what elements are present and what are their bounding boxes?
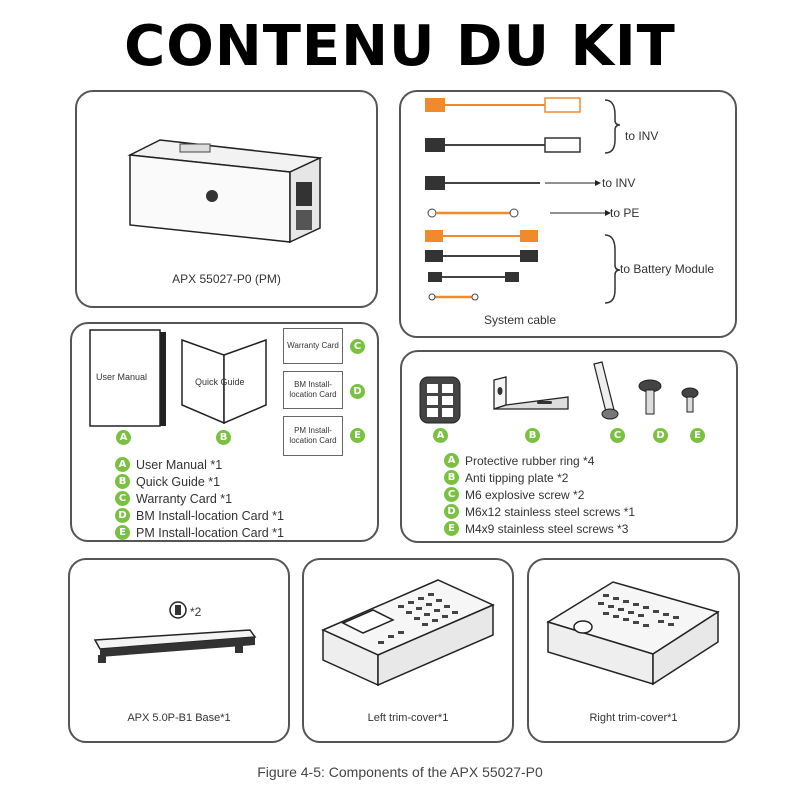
hw-badge-b: B [525, 428, 540, 443]
figure-caption: Figure 4-5: Components of the APX 55027-… [257, 764, 543, 780]
legend-item: E PM Install-location Card *1 [115, 524, 284, 541]
legend-badge: E [444, 521, 459, 536]
system-cables-caption: System cable [483, 313, 557, 327]
pm-device-illustration [127, 139, 323, 244]
legend-badge: A [444, 453, 459, 468]
legend-text: PM Install-location Card *1 [136, 525, 284, 540]
right-trim-cover-illustration [546, 581, 720, 686]
base-caption: APX 5.0P-B1 Base*1 [127, 712, 231, 724]
quick-guide-illustration [181, 338, 267, 425]
legend-item: A User Manual *1 [115, 456, 284, 473]
hw-badge-d: D [653, 428, 668, 443]
base-screw-quantity: *2 [190, 605, 202, 619]
pm-install-card: PM Install-location Card [283, 416, 343, 456]
rubber-ring-illustration [419, 376, 461, 424]
label-to-pe: to PE [610, 206, 640, 220]
legend-badge: B [444, 470, 459, 485]
label-to-battery-module: to Battery Module [620, 262, 715, 276]
legend-badge: C [444, 487, 459, 502]
legend-item: D M6x12 stainless steel screws *1 [444, 503, 635, 520]
m4x9-screw-illustration [681, 387, 699, 413]
legend-text: Anti tipping plate *2 [465, 470, 569, 485]
legend-text: BM Install-location Card *1 [136, 508, 284, 523]
legend-badge: A [115, 457, 130, 472]
legend-text: M4x9 stainless steel screws *3 [465, 521, 629, 536]
legend-badge: B [115, 474, 130, 489]
user-manual-label: User Manual [96, 372, 148, 382]
doc-badge-a: A [116, 430, 131, 445]
legend-text: Protective rubber ring *4 [465, 453, 595, 468]
legend-item: E M4x9 stainless steel screws *3 [444, 520, 635, 537]
base-illustration [93, 629, 257, 663]
m6x12-screw-illustration [638, 379, 662, 415]
doc-badge-c: C [350, 339, 365, 354]
bm-install-card: BM Install-location Card [283, 371, 343, 409]
label-to-inv-group: to INV [625, 129, 659, 143]
label-to-inv-single: to INV [602, 176, 636, 190]
anti-tipping-plate-illustration [493, 376, 569, 410]
hw-badge-a: A [433, 428, 448, 443]
legend-text: M6 explosive screw *2 [465, 487, 585, 502]
hw-badge-c: C [610, 428, 625, 443]
hardware-legend: A Protective rubber ring *4 B Anti tipping… [444, 452, 635, 537]
doc-badge-d: D [350, 384, 365, 399]
legend-item: B Quick Guide *1 [115, 473, 284, 490]
pm-device-caption: APX 55027-P0 (PM) [172, 272, 281, 286]
legend-text: Warranty Card *1 [136, 491, 233, 506]
warranty-card: Warranty Card [283, 328, 343, 364]
legend-item: B Anti tipping plate *2 [444, 469, 635, 486]
quick-guide-label: Quick Guide [195, 377, 245, 387]
doc-badge-e: E [350, 428, 365, 443]
legend-badge: E [115, 525, 130, 540]
hw-badge-e: E [690, 428, 705, 443]
left-trim-cover-caption: Left trim-cover*1 [367, 712, 449, 724]
documents-legend: A User Manual *1 B Quick Guide *1 C Warrant… [115, 456, 284, 541]
legend-item: A Protective rubber ring *4 [444, 452, 635, 469]
legend-badge: C [115, 491, 130, 506]
user-manual-illustration [89, 329, 166, 427]
explosive-screw-illustration [593, 361, 619, 420]
legend-text: User Manual *1 [136, 457, 223, 472]
page-title: CONTENU DU KIT [124, 14, 676, 79]
legend-text: M6x12 stainless steel screws *1 [465, 504, 636, 519]
legend-text: Quick Guide *1 [136, 474, 221, 489]
legend-badge: D [444, 504, 459, 519]
base-screw-icon [169, 601, 187, 619]
legend-item: C Warranty Card *1 [115, 490, 284, 507]
system-cables-illustration [425, 97, 621, 304]
legend-item: D BM Install-location Card *1 [115, 507, 284, 524]
doc-badge-b: B [216, 430, 231, 445]
legend-item: C M6 explosive screw *2 [444, 486, 635, 503]
legend-badge: D [115, 508, 130, 523]
right-trim-cover-caption: Right trim-cover*1 [589, 712, 678, 724]
left-trim-cover-illustration [321, 579, 495, 687]
